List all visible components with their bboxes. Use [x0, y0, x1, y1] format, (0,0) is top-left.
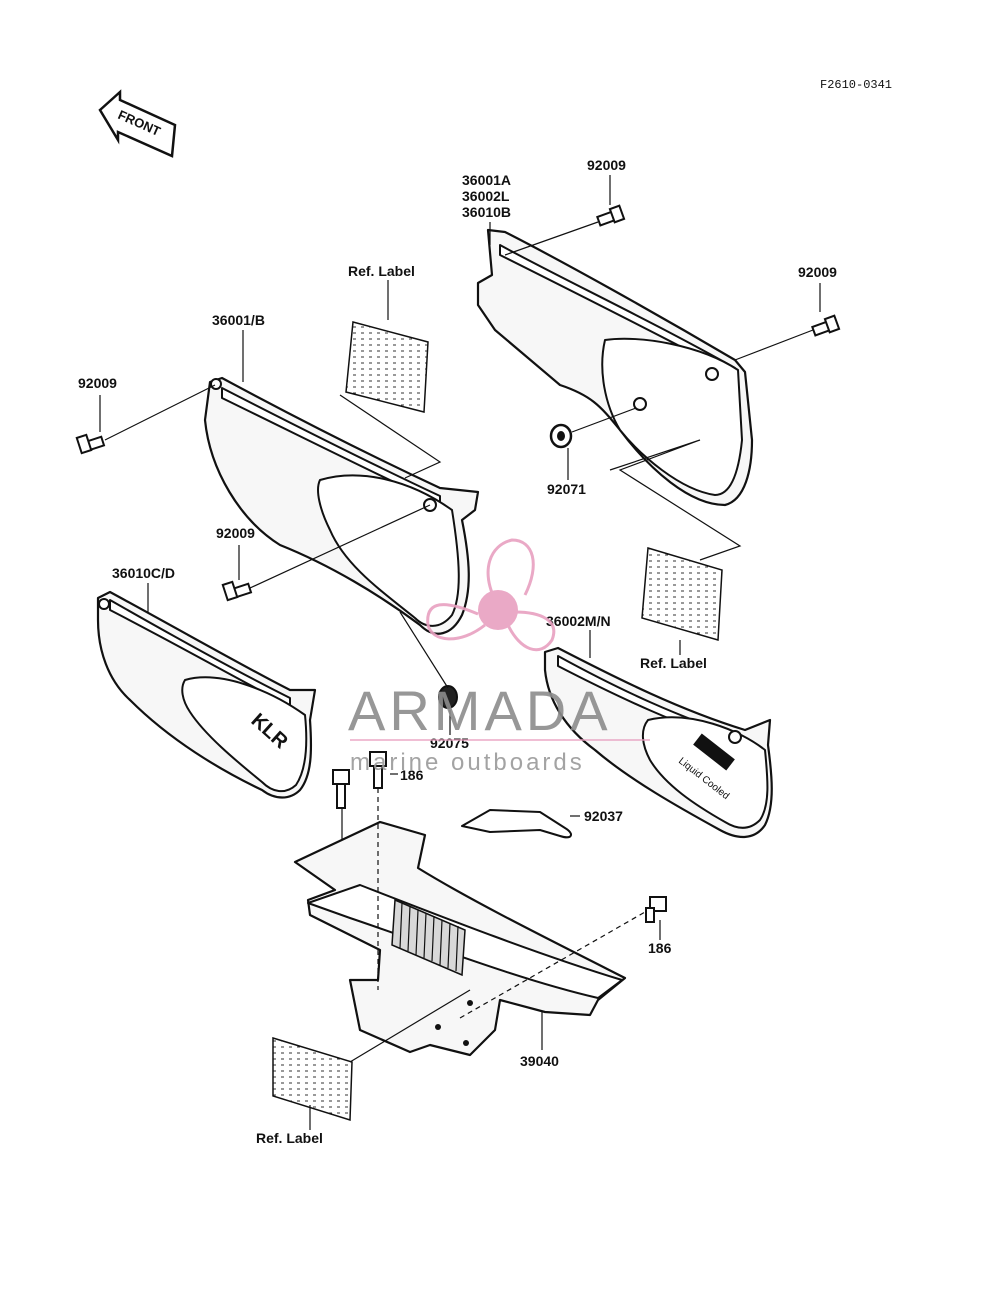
watermark: ARMADA marine outboards — [348, 538, 650, 776]
watermark-brand: ARMADA — [348, 679, 612, 742]
bolt-icon-top — [596, 204, 626, 227]
part-label-92009-right: 92009 — [798, 264, 837, 280]
ref-label-decal-top — [345, 321, 429, 413]
diagram-code: F2610-0341 — [820, 78, 892, 92]
part-label-92009-top: 92009 — [587, 157, 626, 173]
grommet-icon-92071 — [549, 423, 573, 449]
ref-label-top: Ref. Label — [348, 263, 415, 279]
part-label-92009-left: 92009 — [78, 375, 117, 391]
grommet-icon-92075 — [438, 685, 458, 709]
part-label-186-b: 186 — [648, 940, 672, 956]
side-cover-left-lower: KLR — [96, 590, 317, 799]
bolt-icon-186-c — [645, 896, 667, 923]
clip-92037 — [461, 809, 572, 839]
watermark-tagline: marine outboards — [350, 749, 585, 776]
bolt-icon-186-a — [332, 769, 350, 809]
part-label-39040: 39040 — [520, 1053, 559, 1069]
side-cover-left-upper — [203, 376, 480, 635]
front-arrow-icon: FRONT — [98, 89, 177, 158]
side-cover-right-lower: Liquid Cooled — [543, 646, 773, 838]
part-label-92037: 92037 — [584, 808, 623, 824]
part-label-186-a: 186 — [400, 767, 424, 783]
bolt-icon-right — [811, 314, 841, 337]
part-label-36002mn: 36002M/N — [546, 613, 611, 629]
skid-plate — [293, 820, 627, 1057]
leader-lines — [99, 175, 821, 1130]
skid-plate-ribs — [391, 898, 466, 977]
part-label-36001b: 36001/B — [212, 312, 265, 328]
bolt-icon-mid — [221, 580, 253, 602]
part-label-92075: 92075 — [430, 735, 469, 751]
side-cover-right-upper — [476, 228, 754, 507]
ref-label-right: Ref. Label — [640, 655, 707, 671]
decal-badge — [693, 733, 735, 771]
part-label-92071: 92071 — [547, 481, 586, 497]
part-label-92009-mid: 92009 — [216, 525, 255, 541]
propeller-logo-icon — [426, 538, 556, 652]
part-label-36010b: 36010B — [462, 204, 511, 220]
bolt-icon-left — [75, 433, 106, 455]
ref-label-bottom: Ref. Label — [256, 1130, 323, 1146]
part-label-36001a: 36001A — [462, 172, 511, 188]
bolt-icon-186-b — [369, 751, 387, 789]
part-label-36010cd: 36010C/D — [112, 565, 175, 581]
ref-label-decal-bottom — [272, 1036, 353, 1122]
ref-label-decal-right — [641, 547, 723, 641]
part-label-36002l: 36002L — [462, 188, 510, 204]
